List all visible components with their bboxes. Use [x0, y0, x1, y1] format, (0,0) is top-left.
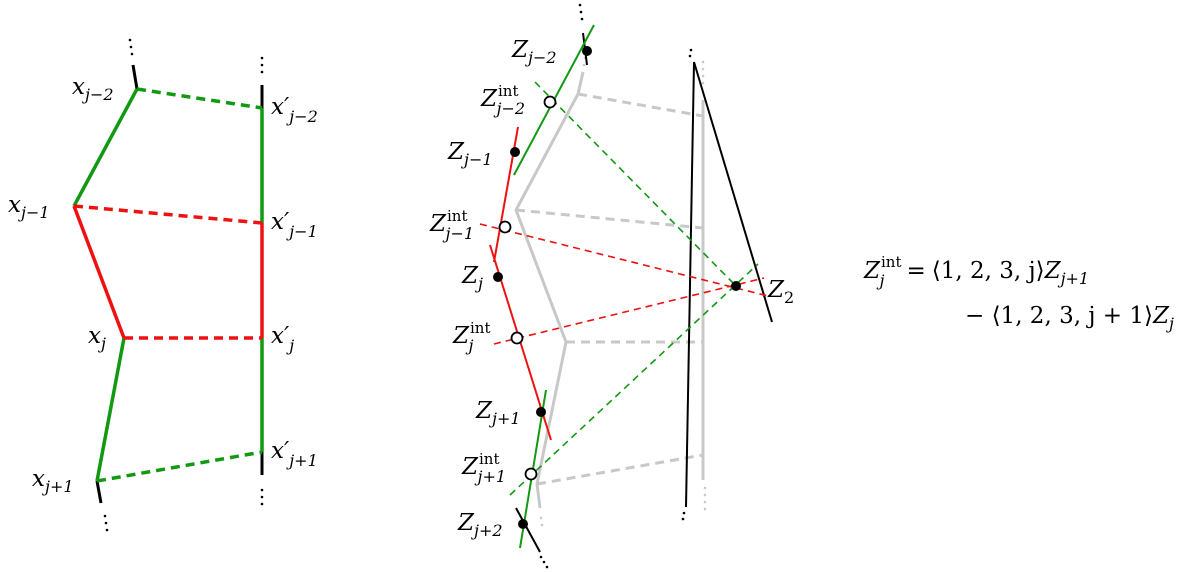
edge-xjm2-xjm1: [72, 88, 139, 207]
left-ellipsis-marks: [103, 38, 264, 532]
label-z2: Z2: [767, 277, 794, 307]
dash-jp1: [96, 450, 263, 483]
label-x-jm2: xj−2: [72, 74, 114, 104]
point-zint-jm1: [498, 220, 512, 234]
point-z-jm2: [582, 46, 592, 56]
ray-zint-jm2: [534, 81, 737, 287]
gray-ellipsis-marks: [539, 56, 707, 527]
dash-jm2: [136, 87, 263, 110]
label-z-j: Zj: [461, 263, 483, 293]
ray-zint-jp1: [509, 263, 759, 496]
label-x-jm1: xj−1: [8, 192, 50, 222]
z2-line: [685, 61, 695, 508]
point-zint-j: [510, 331, 524, 345]
formula-line-2: − ⟨1, 2, 3, j + 1⟩Zj: [965, 303, 1174, 333]
gray-shadow-polygon: [514, 71, 705, 509]
point-z-jp1: [536, 407, 546, 417]
dash-jm1: [73, 204, 263, 225]
mid-ellipsis-top: [578, 3, 584, 21]
point-zint-jp1: [524, 467, 538, 481]
left-stub-top: [131, 64, 139, 90]
left-stub-bottom: [95, 480, 103, 504]
edge-xjm1-xj: [72, 205, 126, 339]
edge-xj-xjp1: [95, 337, 126, 482]
mid-ellipsis-bottom: [539, 555, 549, 569]
label-z-jm1: Zj−1: [447, 139, 493, 169]
point-z-jp2: [518, 519, 528, 529]
label-xp-jp1: x′j+1: [271, 438, 318, 470]
left-polygon-panel: xj−2 xj−1 xj xj+1 x′j−2 x′j−1 x′j x′j+1: [8, 38, 318, 532]
label-z-jp1: Zj+1: [475, 398, 521, 428]
label-z-jp2: Zj+2: [457, 510, 503, 540]
label-z-jm2: Zj−2: [511, 37, 557, 67]
point-z-jm1: [510, 147, 520, 157]
label-x-j: xj: [88, 323, 106, 353]
point-z2: [731, 281, 741, 291]
label-x-jp1: xj+1: [32, 466, 74, 496]
ray-zint-jm1: [479, 223, 769, 297]
label-xp-jm2: x′j−2: [271, 94, 318, 126]
z2-line-ellipsis: [681, 48, 693, 521]
label-xp-jm1: x′j−1: [271, 209, 318, 241]
point-zint-jm2: [543, 95, 557, 109]
ray-zint-j: [493, 277, 765, 345]
point-z-j: [493, 272, 503, 282]
z2-line-upper: [693, 61, 773, 323]
mid-stub-bottom: [515, 507, 541, 553]
label-xp-j: x′j: [271, 323, 294, 355]
